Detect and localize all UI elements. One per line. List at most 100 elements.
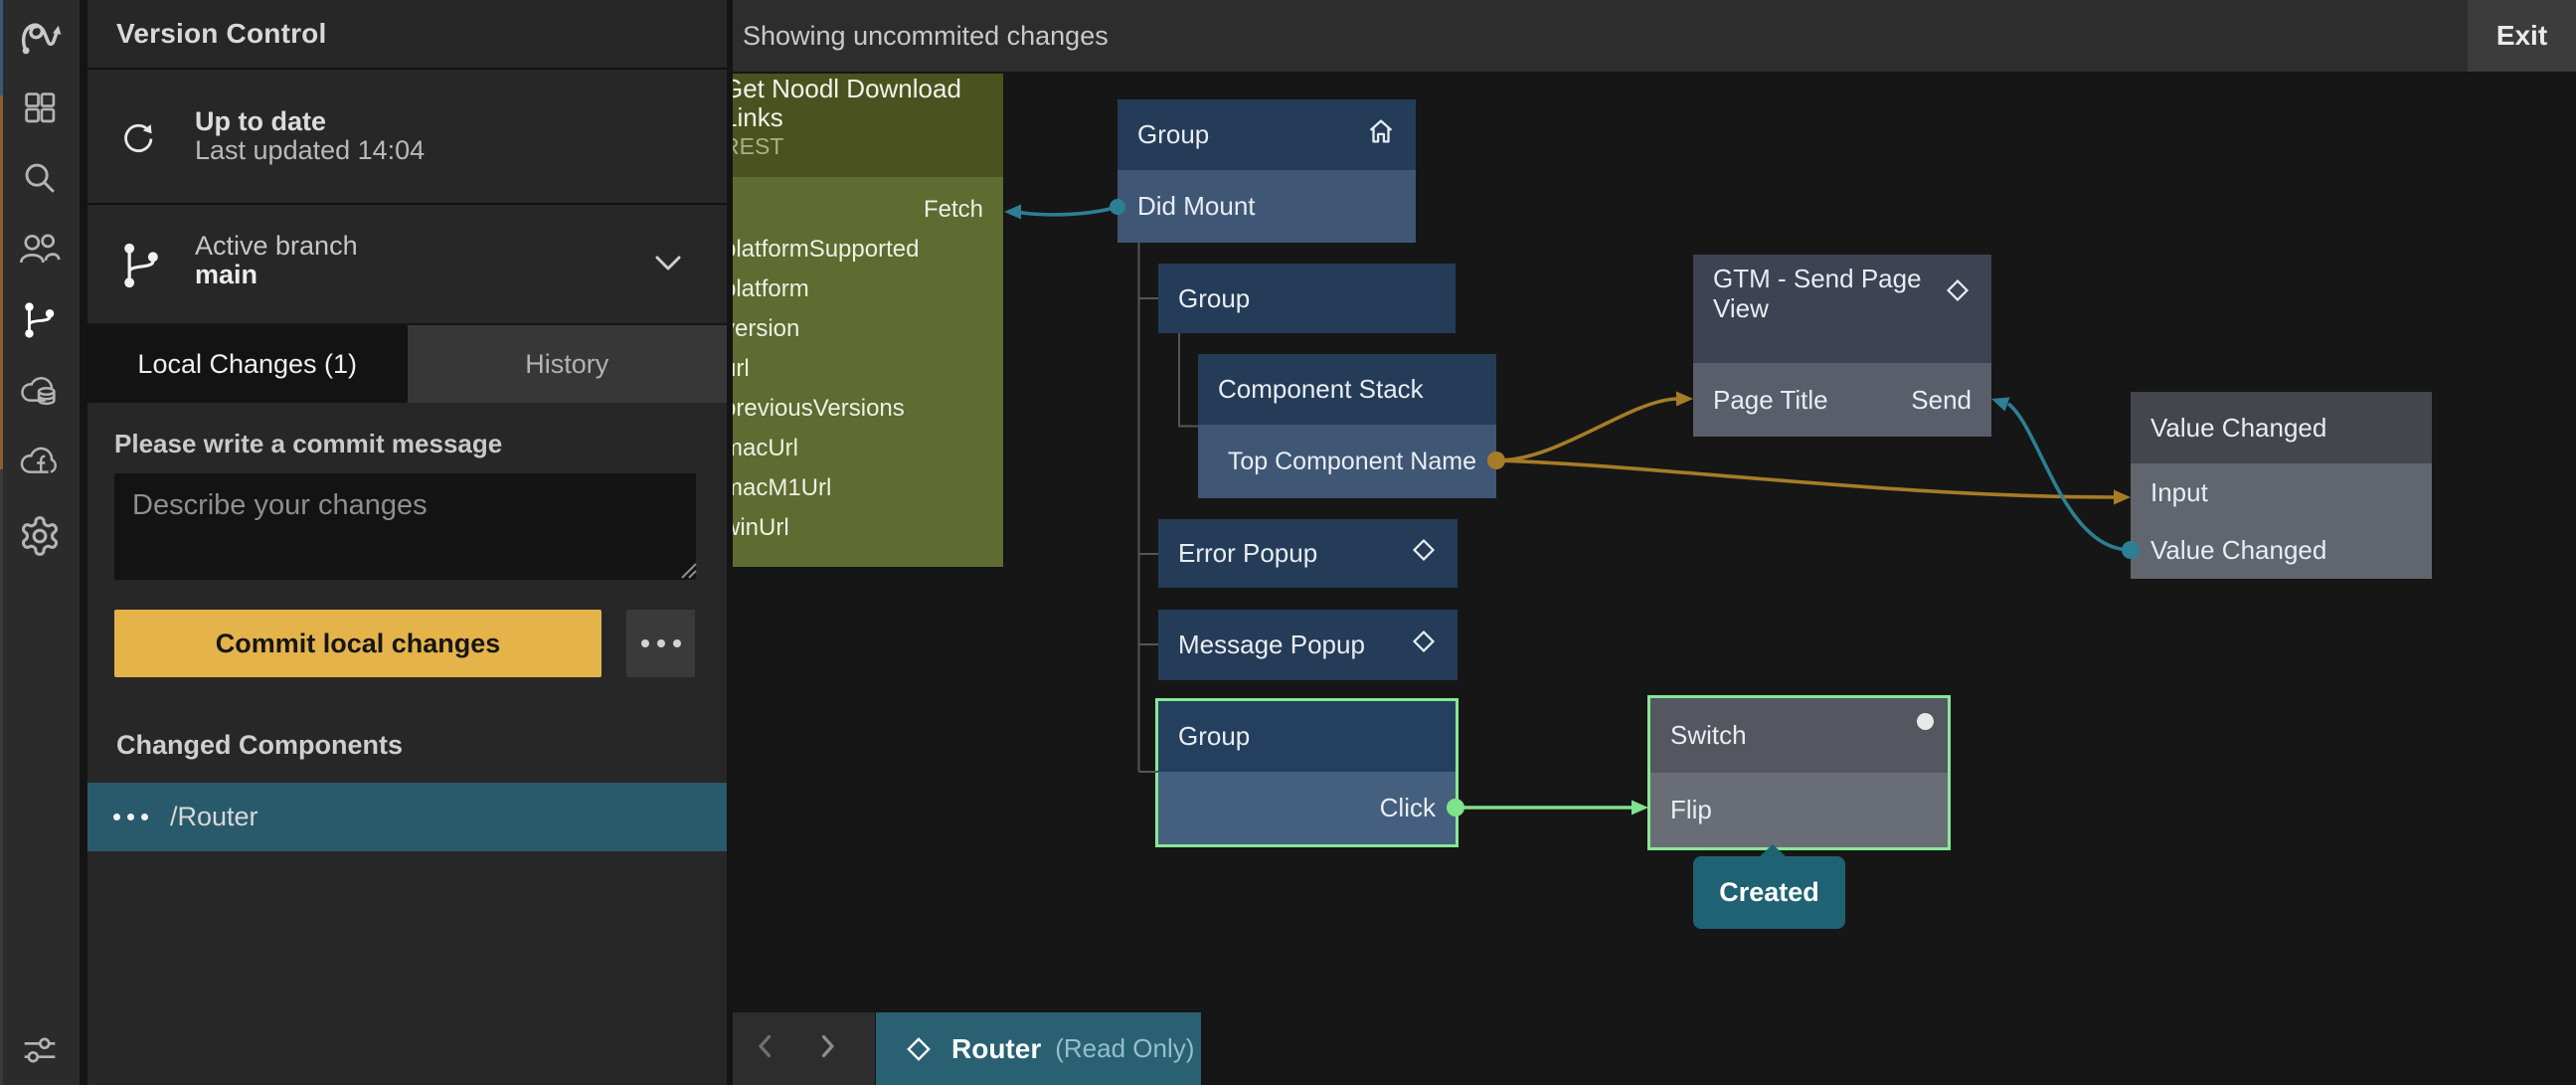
noodl-logo-icon (16, 11, 64, 59)
window-edge-strip (0, 0, 3, 1085)
sync-detail: Last updated 14:04 (195, 135, 426, 165)
node-ports: Page Title Send (1693, 363, 1991, 437)
activity-sidebar (0, 0, 80, 1085)
nav-forward-icon[interactable] (818, 1032, 838, 1065)
branch-label: Active branch (195, 231, 358, 261)
node-graph-canvas[interactable]: Get Noodl Download Links REST Fetch plat… (733, 0, 2576, 1085)
created-tooltip: Created (1693, 844, 1845, 929)
node-title: GTM - Send Page View (1713, 264, 1922, 323)
node-title: Group (1137, 119, 1210, 149)
node-title: Group (1178, 721, 1251, 751)
branch-selector[interactable]: Active branch main (87, 207, 727, 325)
node-ports: Fetch platformSupported platform version… (733, 177, 1003, 567)
refresh-icon[interactable] (117, 118, 159, 165)
port-macurl[interactable]: macUrl (733, 435, 798, 461)
commit-message-label: Please write a commit message (114, 429, 503, 458)
exit-button[interactable]: Exit (2468, 0, 2576, 72)
node-header: GTM - Send Page View (1693, 255, 1991, 363)
users-icon[interactable] (16, 226, 64, 273)
tab-history[interactable]: History (407, 325, 727, 403)
wire-click-flip (1447, 799, 1648, 816)
port-click[interactable]: Click (1158, 772, 1456, 844)
status-dot (1917, 713, 1934, 730)
port-input[interactable]: Input (2131, 463, 2432, 521)
preferences-icon[interactable] (16, 1026, 64, 1074)
commit-message-input[interactable] (114, 473, 696, 580)
nav-back-icon[interactable] (755, 1032, 774, 1065)
node-header: Group (1158, 264, 1456, 333)
node-value-changed[interactable]: Value Changed Input Value Changed (2131, 392, 2432, 579)
node-gtm-send-page-view[interactable]: GTM - Send Page View Page Title Send (1693, 255, 1991, 437)
wire-didmount-fetch (1004, 199, 1125, 220)
changed-component-name: /Router (170, 802, 258, 831)
component-diamond-icon (1410, 536, 1438, 571)
port-page-title[interactable]: Page Title (1713, 384, 1828, 415)
port-flip[interactable]: Flip (1650, 773, 1948, 847)
node-title: Value Changed (2150, 412, 2327, 443)
chevron-down-icon[interactable] (654, 255, 682, 277)
cloud-services-icon[interactable] (16, 368, 64, 416)
port-version[interactable]: version (733, 315, 800, 342)
panel-tabs: Local Changes (1) History (87, 325, 727, 403)
component-diamond-icon (904, 1034, 934, 1064)
sync-text: Up to date Last updated 14:04 (195, 107, 425, 165)
node-header: Get Noodl Download Links REST (733, 74, 1003, 177)
port-send[interactable]: Send (1911, 384, 1972, 415)
node-title: Switch (1670, 720, 1747, 750)
commit-button[interactable]: Commit local changes (114, 610, 601, 677)
wire-topcomponentname-pagetitle (1495, 391, 1693, 462)
sync-status: Up to date (195, 106, 326, 136)
panel-header: Version Control (87, 0, 727, 70)
branch-icon (115, 238, 167, 298)
node-header: Value Changed (2131, 392, 2432, 463)
uncommitted-status: Showing uncommited changes (743, 20, 1109, 51)
branch-name: main (195, 260, 258, 289)
node-error-popup[interactable]: Error Popup (1158, 519, 1458, 588)
port-fetch[interactable]: Fetch (923, 196, 983, 223)
node-message-popup[interactable]: Message Popup (1158, 610, 1458, 680)
node-title: Error Popup (1178, 538, 1318, 568)
cloud-functions-icon[interactable] (16, 439, 64, 486)
port-value-changed[interactable]: Value Changed (2131, 521, 2432, 579)
node-component-stack[interactable]: Component Stack Top Component Name (1198, 354, 1496, 498)
node-header: Component Stack (1198, 354, 1496, 425)
changed-components-heading: Changed Components (116, 730, 403, 760)
node-header: Error Popup (1158, 519, 1458, 588)
port-top-component-name[interactable]: Top Component Name (1198, 425, 1496, 498)
settings-icon[interactable] (16, 512, 64, 560)
wire-topcomponentname-input (1487, 452, 2131, 505)
commit-more-button[interactable] (626, 610, 695, 677)
node-switch[interactable]: Switch Flip (1647, 695, 1951, 850)
component-tab-router[interactable]: Router (Read Only) (876, 1012, 1201, 1085)
component-diamond-icon (1944, 276, 1972, 311)
node-header: Message Popup (1158, 610, 1458, 680)
history-nav (733, 1012, 875, 1085)
node-group-child[interactable]: Group (1158, 264, 1456, 333)
node-rest[interactable]: Get Noodl Download Links REST Fetch plat… (733, 74, 1003, 567)
port-did-mount[interactable]: Did Mount (1117, 170, 1416, 243)
node-title: Get Noodl Download Links (733, 74, 961, 132)
port-platform[interactable]: platform (733, 275, 809, 302)
branch-text: Active branch main (195, 232, 358, 289)
port-winurl[interactable]: winUrl (733, 514, 789, 541)
node-title: Group (1178, 282, 1251, 313)
changed-component-row[interactable]: /Router (87, 783, 727, 851)
node-group-selected[interactable]: Group Click (1155, 698, 1459, 847)
dashboard-icon[interactable] (16, 84, 64, 131)
tooltip-label: Created (1719, 877, 1819, 907)
panel-title: Version Control (116, 18, 327, 49)
port-macm1url[interactable]: macM1Url (733, 474, 832, 501)
version-control-icon[interactable] (16, 296, 64, 344)
port-previousversions[interactable]: previousVersions (733, 395, 905, 422)
sync-section[interactable]: Up to date Last updated 14:04 (87, 72, 727, 205)
node-subtitle: REST (733, 133, 784, 159)
port-platformsupported[interactable]: platformSupported (733, 236, 920, 263)
wire-valuechanged-send (1991, 397, 2140, 559)
node-title: Message Popup (1178, 630, 1365, 659)
search-icon[interactable] (16, 154, 64, 202)
node-title: Component Stack (1218, 374, 1424, 404)
node-group-root[interactable]: Group Did Mount (1117, 99, 1416, 243)
tab-local-changes[interactable]: Local Changes (1) (87, 325, 408, 403)
port-url[interactable]: url (733, 355, 750, 382)
